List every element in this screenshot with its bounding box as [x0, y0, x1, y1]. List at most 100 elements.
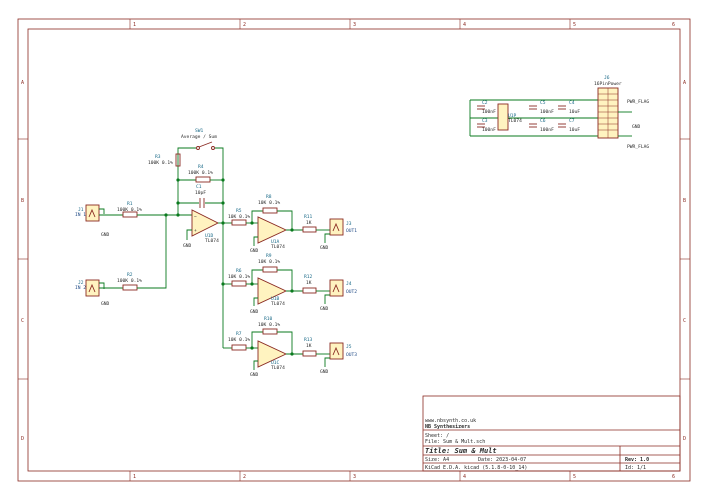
u1b-value: TL074: [271, 301, 285, 307]
capacitor-c1: [199, 198, 205, 208]
j5-ref: J5: [346, 344, 352, 350]
sw1-ref: SW1: [195, 128, 204, 134]
wire-r2-sum: [137, 215, 167, 289]
resistor-r4: [195, 176, 211, 183]
r13-ref: R13: [304, 337, 313, 343]
resistor-r12: [302, 287, 317, 294]
junction-c1-right: [221, 201, 225, 205]
wire-feedback-left: [177, 147, 196, 215]
u1b-gnd: GND: [250, 309, 259, 315]
r4-ref: R4: [198, 164, 204, 170]
power-decoupling: [469, 99, 598, 137]
r12-ref: R12: [304, 274, 313, 280]
c5-ref: C5: [540, 100, 546, 106]
wire-r8-right: [277, 210, 293, 230]
r10-ref: R10: [264, 316, 273, 322]
row-a-left: A: [21, 80, 24, 86]
col-4-top: 4: [463, 22, 466, 28]
resistor-r1: [122, 211, 138, 218]
u1p-ref: U1P: [508, 113, 517, 119]
c1-value: 10pF: [195, 190, 206, 196]
u1a-gnd-wire: [253, 236, 258, 246]
col-5-top: 5: [573, 22, 576, 28]
u1a-ref: U1A: [271, 239, 280, 245]
col-3-bottom: 3: [353, 474, 356, 480]
j2-pin-label: IN 2: [75, 285, 86, 291]
tb-company: NB Synthesizers: [425, 424, 470, 430]
j6-value: 16PinPower: [594, 81, 622, 87]
u1d-minus: −: [194, 215, 197, 220]
col-2-bottom: 2: [243, 474, 246, 480]
tb-date: Date: 2023-04-07: [478, 457, 526, 463]
u1d-ref: U1D: [205, 233, 214, 239]
u1a-gnd: GND: [250, 248, 259, 254]
junction-r4-left: [176, 178, 180, 182]
j5-gnd-wire: [324, 357, 330, 367]
resistor-r10: [262, 328, 278, 335]
r7-value: 10K 0.1%: [228, 337, 250, 343]
c1-ref: C1: [196, 184, 202, 190]
col-4-bottom: 4: [463, 474, 466, 480]
wire-r10-right: [277, 331, 293, 354]
r9-ref: R9: [266, 253, 272, 259]
r2-value: 100K 0.1%: [117, 278, 142, 284]
row-d-left: D: [21, 436, 24, 442]
resistor-r7: [231, 344, 247, 351]
opamp-u1b: [257, 277, 288, 305]
row-c-right: C: [683, 318, 686, 324]
power-gnd: GND: [632, 124, 641, 130]
header-j6-pins: [598, 88, 618, 138]
wire-r9-left: [251, 269, 263, 284]
resistor-r11: [302, 226, 317, 233]
title-block: [422, 395, 681, 472]
j3-gnd-wire: [324, 233, 330, 243]
j1-gnd-wire: [99, 208, 105, 214]
row-a-right: A: [683, 80, 686, 86]
tb-title: Title: Sum & Mult: [425, 447, 497, 455]
col-5-bottom: 5: [573, 474, 576, 480]
jack-j3: [329, 218, 344, 236]
j2-gnd: GND: [101, 301, 110, 307]
r6-value: 10K 0.1%: [228, 274, 250, 280]
r10-value: 10K 0.1%: [258, 322, 280, 328]
u1d-plus: +: [194, 229, 197, 234]
jack-j2: IN 2 J2: [75, 279, 100, 297]
j5-gnd: GND: [320, 369, 329, 375]
resistor-r3: [175, 153, 181, 167]
j3-ref: J3: [346, 221, 352, 227]
u1d-gnd: GND: [183, 243, 192, 249]
u1c-value: TL074: [271, 365, 285, 371]
frame-inner: [27, 28, 681, 472]
frame-outer: [17, 18, 691, 482]
r11-value: 1K: [306, 220, 312, 226]
j1-gnd: GND: [101, 232, 110, 238]
j4-ref: J4: [346, 281, 352, 287]
u1b-gnd-wire: [253, 297, 258, 306]
u1b-ref: U1B: [271, 296, 280, 302]
c5-value: 100nF: [540, 109, 554, 115]
tb-id: Id: 1/1: [625, 465, 646, 471]
row-b-left: B: [21, 198, 24, 204]
wire-r10-left: [251, 331, 263, 348]
r5-ref: R5: [236, 208, 242, 214]
tb-sheet: Sheet: /: [425, 433, 449, 439]
opamp-u1a: [257, 216, 288, 244]
wire-r8-left: [251, 210, 263, 223]
c2-ref: C2: [482, 100, 488, 106]
j2-gnd-wire: [99, 282, 105, 289]
r12-value: 1K: [306, 280, 312, 286]
tb-kicad: KiCad E.D.A. kicad (5.1.8-0-10_14): [425, 465, 527, 471]
c4-ref: C4: [569, 100, 575, 106]
switch-sw1: [196, 141, 215, 150]
j4-gnd-wire: [324, 294, 330, 304]
c3-value: 100nF: [482, 127, 496, 133]
c6-value: 100nF: [540, 127, 554, 133]
row-b-right: B: [683, 198, 686, 204]
r3-ref: R3: [155, 154, 161, 160]
c7-value: 10uF: [569, 127, 580, 133]
junction-sum-input: [164, 213, 168, 217]
resistor-r6: [231, 280, 247, 287]
j4-gnd: GND: [320, 306, 329, 312]
resistor-r2: [122, 284, 138, 291]
